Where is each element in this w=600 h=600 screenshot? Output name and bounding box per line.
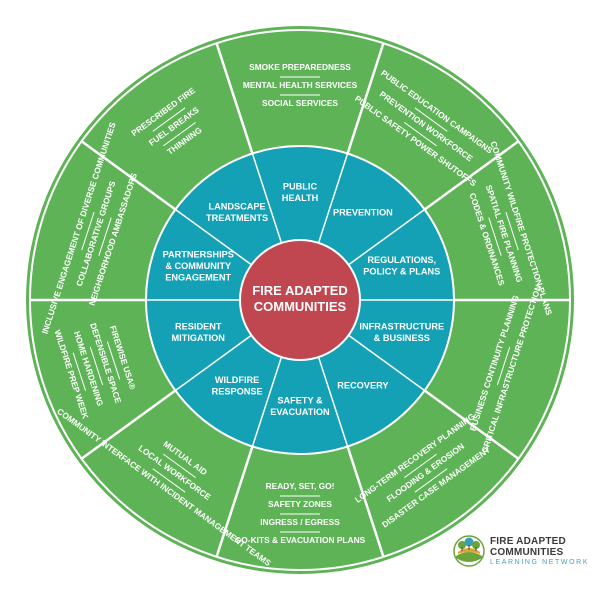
- outer-item: INGRESS / EGRESS: [260, 517, 340, 527]
- inner-label-partnerships-line: ENGAGEMENT: [165, 273, 231, 283]
- inner-divider: [251, 356, 283, 447]
- outer-divider: [346, 42, 385, 154]
- logo-title-line2: COMMUNITIES: [490, 547, 564, 558]
- inner-label-safety-evacuation-line: EVACUATION: [270, 407, 330, 417]
- inner-divider: [251, 153, 283, 244]
- inner-label-infrastructure-line: & BUSINESS: [374, 333, 430, 343]
- inner-label-wildfire-response: WILDFIRE RESPONSE: [212, 375, 263, 397]
- inner-label-landscape: LANDSCAPE TREATMENTS: [206, 202, 268, 224]
- outer-section-public-health: SMOKE PREPAREDNESS MENTAL HEALTH SERVICES…: [243, 62, 358, 108]
- logo-title-line1: FIRE ADAPTED: [490, 536, 566, 547]
- outer-item-separator: [414, 468, 448, 493]
- outer-item-separator: [496, 346, 511, 386]
- inner-label-landscape-line: LANDSCAPE: [209, 202, 266, 212]
- outer-divider: [346, 446, 385, 558]
- inner-sector-regulations: [348, 209, 454, 300]
- inner-divider: [317, 356, 349, 447]
- inner-label-partnerships-line: & COMMUNITY: [165, 261, 231, 271]
- outer-item: SOCIAL SERVICES: [262, 98, 338, 108]
- outer-item-separator: [163, 121, 196, 147]
- inner-label-wildfire-response-line: RESPONSE: [212, 387, 263, 397]
- inner-label-safety-evacuation: SAFETY &EVACUATION: [270, 396, 330, 418]
- inner-sector-partnerships: [146, 209, 252, 300]
- outer-item-separator: [152, 468, 186, 493]
- outer-divider: [80, 389, 177, 460]
- inner-sector-resident-mitigation: [146, 300, 252, 391]
- inner-label-resident-mitigation-line: MITIGATION: [172, 333, 226, 343]
- outer-item: READY, SET, GO!: [266, 481, 335, 491]
- inner-divider: [317, 153, 349, 244]
- inner-divider: [348, 334, 426, 392]
- center-title-line: COMMUNITIES: [254, 300, 347, 315]
- globe-trees-icon: [453, 535, 485, 567]
- outer-item-separator: [488, 217, 502, 256]
- inner-label-partnerships: PARTNERSHIPS& COMMUNITY ENGAGEMENT: [163, 250, 234, 283]
- inner-label-landscape-line: TREATMENTS: [206, 214, 268, 224]
- inner-label-wildfire-response-line: WILDFIRE: [215, 375, 259, 385]
- inner-label-public-health-line: HEALTH: [282, 193, 319, 203]
- center-title: FIRE ADAPTED COMMUNITIES: [252, 283, 348, 314]
- outer-item-separator: [404, 121, 437, 147]
- outer-item-separator: [414, 107, 448, 132]
- outer-divider: [423, 140, 520, 211]
- outer-divider: [423, 389, 520, 460]
- inner-ring-dividers: [145, 145, 455, 455]
- outer-ring-dividers: [30, 42, 570, 558]
- outer-item-separator: [505, 211, 519, 251]
- fac-learning-network-logo: FIRE ADAPTED COMMUNITIES LEARNING NETWOR…: [452, 532, 592, 572]
- inner-label-recovery: RECOVERY: [337, 381, 388, 391]
- inner-label-regulations: REGULATIONS,POLICY & PLANS: [363, 256, 440, 278]
- inner-label-partnerships-line: PARTNERSHIPS: [163, 250, 234, 260]
- outer-item: GO-KITS & EVACUATION PLANS: [235, 535, 366, 545]
- inner-label-regulations-line: REGULATIONS,: [367, 256, 436, 266]
- logo-text: FIRE ADAPTED COMMUNITIES LEARNING NETWOR…: [490, 536, 594, 568]
- middle-ring-border: [145, 145, 455, 455]
- inner-label-infrastructure-line: INFRASTRUCTURE: [359, 322, 444, 332]
- outer-item: SAFETY ZONES: [268, 499, 332, 509]
- outer-item-separator: [98, 217, 112, 256]
- inner-label-safety-evacuation-line: SAFETY &: [277, 396, 323, 406]
- outer-divider: [215, 446, 254, 558]
- outer-divider: [80, 140, 177, 211]
- inner-label-resident-mitigation-line: RESIDENT: [175, 322, 222, 332]
- outer-item-separator: [89, 346, 104, 386]
- outer-item-separator: [72, 352, 87, 391]
- inner-label-recovery-line: RECOVERY: [337, 381, 388, 391]
- center-title-line: FIRE ADAPTED: [252, 283, 348, 298]
- inner-divider: [348, 208, 426, 266]
- outer-section-safety-evacuation: READY, SET, GO! SAFETY ZONES INGRESS / EGR…: [235, 481, 366, 545]
- outer-item: MENTAL HEALTH SERVICES: [243, 80, 358, 90]
- outer-item-separator: [152, 107, 186, 132]
- inner-divider: [174, 334, 252, 392]
- outer-item: SMOKE PREPAREDNESS: [249, 62, 351, 72]
- outer-item-separator: [81, 211, 95, 251]
- outer-item-separator: [163, 453, 196, 479]
- inner-label-regulations-line: POLICY & PLANS: [363, 267, 440, 277]
- outer-item-separator: [106, 341, 121, 380]
- inner-label-prevention-line: PREVENTION: [333, 208, 393, 218]
- inner-label-prevention: PREVENTION: [333, 208, 393, 218]
- center-circle: [239, 239, 361, 361]
- inner-label-public-health-line: PUBLIC: [283, 182, 318, 192]
- inner-sector-infrastructure: [348, 300, 454, 391]
- inner-label-infrastructure: INFRASTRUCTURE& BUSINESS: [359, 322, 444, 344]
- inner-sector-safety-evacuation: [252, 357, 348, 454]
- outer-divider: [215, 42, 254, 154]
- logo-subtitle: LEARNING NETWORK: [490, 559, 590, 566]
- inner-sector-public-health: [252, 146, 348, 243]
- inner-divider: [174, 208, 252, 266]
- outer-item-separator: [404, 453, 437, 479]
